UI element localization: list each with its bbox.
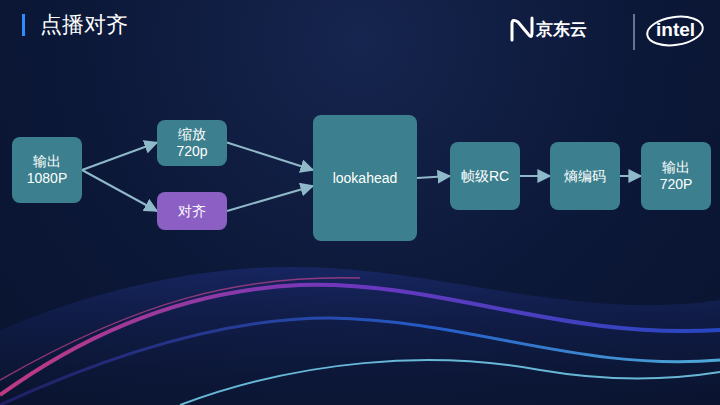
process-box: 缩放 720p bbox=[157, 120, 227, 166]
wave-fill bbox=[0, 267, 720, 405]
flow-arrow bbox=[520, 175, 550, 177]
wave-line bbox=[0, 278, 360, 380]
flow-arrow bbox=[620, 175, 641, 177]
flow-arrow bbox=[417, 176, 450, 178]
output-box: 输出 720P bbox=[641, 142, 711, 210]
slide-title: 点播对齐 bbox=[40, 10, 128, 40]
process-box: 对齐 bbox=[157, 192, 227, 230]
process-box: 帧级RC bbox=[450, 142, 520, 210]
flow-arrow bbox=[227, 143, 313, 171]
output-box: 输出 1080P bbox=[12, 137, 82, 203]
process-box: lookahead bbox=[313, 115, 417, 241]
process-box: 熵编码 bbox=[550, 142, 620, 210]
flow-arrow bbox=[227, 186, 313, 211]
box-text: 缩放 720p bbox=[165, 126, 219, 160]
box-text: 帧级RC bbox=[461, 168, 509, 185]
intel-logo-text: intel bbox=[656, 19, 695, 41]
title-bar bbox=[22, 14, 25, 36]
jd-logo-text: 京东云 bbox=[536, 18, 587, 41]
box-text: lookahead bbox=[333, 170, 398, 187]
flow-arrow bbox=[82, 143, 157, 171]
box-text: 熵编码 bbox=[564, 168, 606, 185]
wave-line bbox=[0, 318, 720, 405]
intel-swoosh bbox=[645, 13, 704, 49]
box-text: 输出 720P bbox=[649, 159, 703, 193]
box-text: 对齐 bbox=[178, 203, 206, 220]
box-text: 输出 1080P bbox=[20, 153, 74, 187]
wave-line bbox=[180, 360, 720, 405]
flow-arrow bbox=[82, 170, 157, 211]
jd-logo-icon bbox=[512, 18, 532, 40]
logo-separator bbox=[634, 14, 635, 50]
